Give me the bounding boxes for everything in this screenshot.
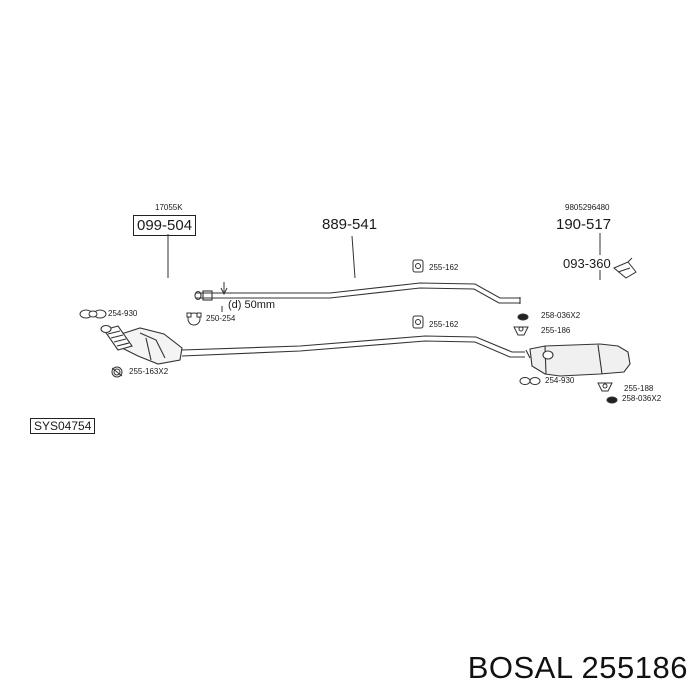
brand-name: BOSAL [467, 650, 573, 685]
gasket-254-930-left-label[interactable]: 254-930 [108, 309, 138, 318]
clamp-250-254-icon [186, 312, 202, 326]
hanger-255-162-mid-icon [412, 315, 424, 329]
upper-pipe [194, 282, 521, 304]
clamp-250-254-label[interactable]: 250-254 [206, 314, 236, 323]
lower-pipe [181, 335, 525, 358]
part-093-360-label[interactable]: 093-360 [563, 256, 611, 271]
hanger-255-186-icon [513, 326, 529, 336]
hanger-255-188-icon [597, 382, 613, 392]
spring-255-163-icon [111, 366, 123, 378]
diameter-label: (d) 50mm [228, 299, 276, 311]
system-code: SYS04754 [30, 418, 96, 434]
heat-shield-093-360-icon [613, 257, 637, 279]
gasket-254-930-left-icon [79, 309, 107, 319]
rear-muffler [525, 343, 631, 377]
hanger-258-036-top-icon [517, 313, 529, 321]
catalyst [100, 324, 183, 365]
part-099-504-subcode: 17055K [155, 203, 183, 212]
part-889-541-label[interactable]: 889-541 [322, 216, 378, 233]
hanger-255-162-top-icon [412, 259, 424, 273]
hanger-255-188-label[interactable]: 255-188 [624, 384, 654, 393]
arrow-head [220, 287, 228, 296]
hanger-255-162-mid-label[interactable]: 255-162 [429, 320, 459, 329]
part-190-517-label[interactable]: 190-517 [556, 216, 612, 233]
gasket-254-930-right-icon [519, 377, 541, 385]
brand-footer: BOSAL 255186 [468, 650, 688, 686]
part-number: 255186 [581, 650, 688, 685]
hanger-258-036-bottom-icon [606, 396, 618, 404]
gasket-254-930-right-label[interactable]: 254-930 [545, 376, 575, 385]
hanger-255-186-label[interactable]: 255-186 [541, 326, 571, 335]
hanger-258-036-top-label[interactable]: 258-036X2 [541, 311, 581, 320]
part-099-504-label[interactable]: 099-504 [133, 215, 197, 236]
leader-889-541 [351, 235, 356, 279]
spring-255-163-label[interactable]: 255-163X2 [129, 367, 169, 376]
part-190-517-subcode: 9805296480 [565, 203, 610, 212]
hanger-255-162-top-label[interactable]: 255-162 [429, 263, 459, 272]
hanger-258-036-bottom-label[interactable]: 258-036X2 [622, 394, 662, 403]
